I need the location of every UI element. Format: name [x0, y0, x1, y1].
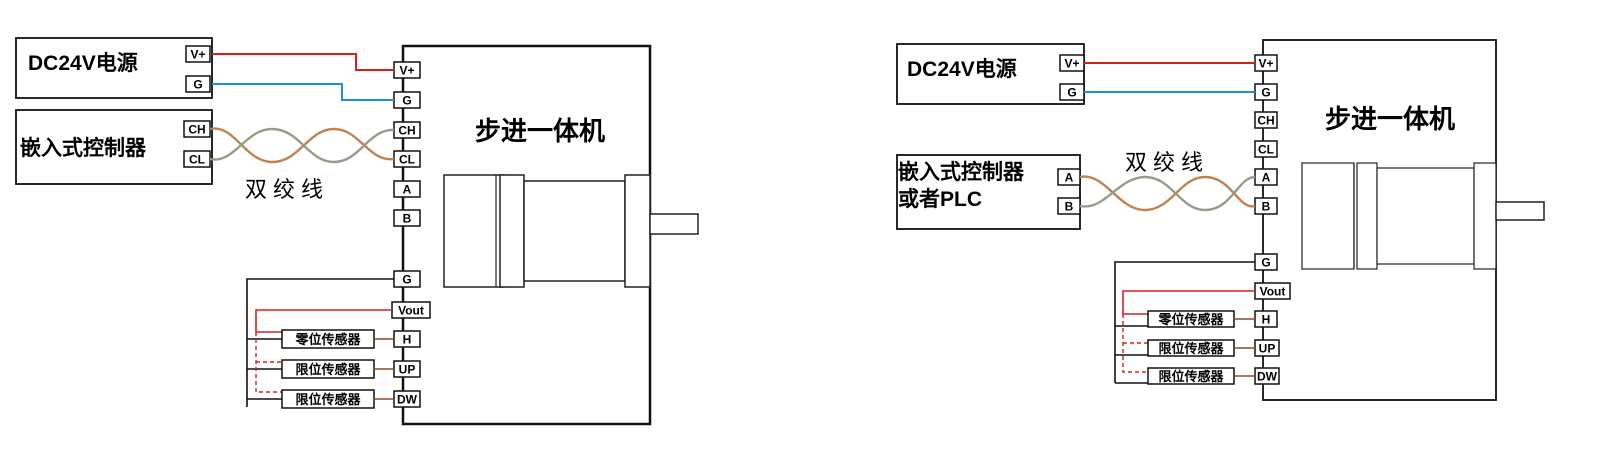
right-module-pin-ch: CH: [1257, 114, 1274, 128]
right-twisted-wire-a: [1079, 175, 1256, 212]
right-module-pin-cl: CL: [1258, 143, 1274, 157]
right-module-pin-a: A: [1262, 171, 1271, 185]
left-module-pin-vplus: V+: [399, 64, 414, 78]
left-motor-shaft: [649, 213, 699, 235]
right-module-pin-g2: G: [1261, 256, 1270, 270]
right-ground-bus: [1114, 261, 1255, 383]
right-controller-pin-a: A: [1065, 171, 1074, 185]
left-vout-bus: [255, 309, 392, 333]
left-wire-g: [212, 83, 394, 101]
left-power-pin-g-label: G: [193, 78, 202, 92]
left-power-pin-vplus-label: V+: [190, 48, 205, 62]
left-module-pins: V+ G CH CL A B G Vout H UP DW: [391, 61, 431, 408]
right-module-pin-vout: Vout: [1260, 285, 1286, 299]
left-module-pin-cl: CL: [399, 153, 415, 167]
left-controller-box: [15, 109, 213, 185]
left-module-pin-b: B: [403, 212, 412, 226]
right-module-label: 步进一体机: [1325, 104, 1455, 134]
left-controller-pin-cl-label: CL: [189, 153, 205, 167]
right-power-pin-vplus: V+: [1064, 57, 1079, 71]
left-vout-bus-dashed: [255, 332, 282, 393]
left-module-label: 步进一体机: [475, 116, 605, 146]
right-controller-box: [896, 154, 1081, 230]
left-twisted-wire-b: [209, 127, 395, 164]
left-module-pin-g: G: [402, 94, 411, 108]
right-controller-label-line2: 或者PLC: [898, 187, 982, 211]
right-diagram: DC24V电源 V+ G 嵌入式控制器 或者PLC A B 步进一体机 V+: [896, 39, 1545, 401]
right-motor: [1301, 162, 1545, 270]
left-wire-vplus: [212, 53, 394, 71]
left-motor: [443, 174, 699, 288]
right-module-pin-vplus: V+: [1258, 57, 1273, 71]
right-twisted-wire-b: [1079, 175, 1256, 212]
left-controller-label: 嵌入式控制器: [20, 136, 147, 160]
right-motor-shaft: [1495, 201, 1545, 221]
left-sensor-limit-2-label: 限位传感器: [295, 392, 361, 407]
left-diagram: DC24V电源 V+ G 嵌入式控制器 CH CL 步进一体机 V+ G: [15, 37, 699, 426]
right-module-pin-up: UP: [1259, 342, 1276, 356]
right-power-box: [896, 43, 1085, 105]
right-controller-pin-b: B: [1065, 200, 1074, 214]
right-twist-label: 双绞线: [1125, 150, 1209, 175]
left-module-pin-a: A: [403, 183, 412, 197]
right-sensor-limit-1-label: 限位传感器: [1158, 341, 1224, 356]
left-power-box: [15, 37, 213, 99]
left-module-pin-vout: Vout: [398, 304, 424, 318]
right-vout-bus: [1122, 290, 1255, 315]
left-module-pin-h: H: [403, 333, 412, 347]
right-sensor-zero-label: 零位传感器: [1157, 312, 1224, 327]
right-module-pins: V+ G CH CL A B G Vout H UP DW: [1254, 54, 1291, 385]
right-controller-label-line1: 嵌入式控制器: [898, 160, 1025, 184]
left-module-pin-dw: DW: [397, 393, 418, 407]
right-sensor-limit-2-label: 限位传感器: [1158, 369, 1224, 384]
left-power-pin-vplus: [185, 45, 211, 63]
right-module-pin-h: H: [1262, 313, 1271, 327]
right-power-label: DC24V电源: [907, 58, 1017, 81]
left-twist-label: 双绞线: [245, 177, 329, 202]
left-module-pin-g2: G: [402, 273, 411, 287]
right-module-pin-b: B: [1262, 200, 1271, 214]
left-module-pin-up: UP: [399, 363, 416, 377]
left-ground-bus: [246, 278, 394, 407]
right-module-pin-g: G: [1261, 86, 1270, 100]
left-module-pin-ch: CH: [398, 124, 415, 138]
right-module-pin-dw: DW: [1257, 370, 1278, 384]
left-sensor-zero-label: 零位传感器: [294, 332, 361, 347]
left-power-pin-g: [185, 75, 211, 93]
right-vout-bus-dashed: [1122, 314, 1148, 373]
right-power-pin-g: G: [1067, 86, 1076, 100]
left-sensor-limit-1-label: 限位传感器: [295, 362, 361, 377]
left-power-label: DC24V电源: [28, 52, 138, 75]
left-controller-pin-ch-label: CH: [188, 123, 205, 137]
